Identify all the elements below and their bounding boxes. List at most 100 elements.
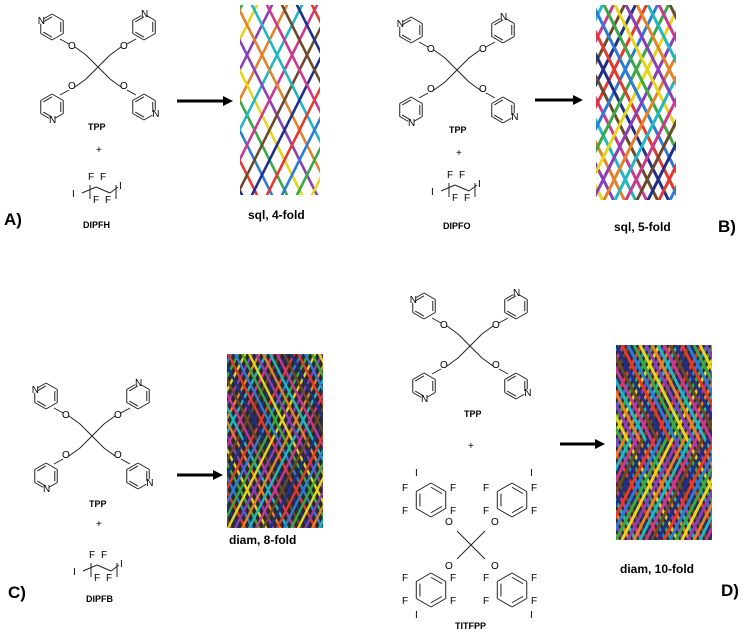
panel-letter-a: A) <box>4 210 22 229</box>
bond <box>81 186 97 194</box>
net-strand <box>276 433 323 528</box>
net-strand <box>668 452 712 540</box>
oxygen-atom: O <box>62 410 70 421</box>
oxygen-atom: O <box>68 41 76 52</box>
arrow-head <box>213 470 223 480</box>
bond <box>410 36 423 44</box>
net-strand <box>42 5 137 195</box>
net-strand <box>410 354 497 528</box>
nitrogen-atom: N <box>37 15 45 27</box>
bond <box>430 508 446 518</box>
nitrogen-atom: N <box>409 294 417 306</box>
fluorine-atom: F <box>531 596 538 607</box>
net-strand <box>333 354 420 528</box>
bond <box>413 116 423 122</box>
bond <box>456 69 470 83</box>
net-strand <box>417 354 504 528</box>
bond <box>34 482 44 488</box>
bond <box>42 16 53 23</box>
oxygen-atom: O <box>492 320 500 331</box>
net-strand <box>255 391 323 528</box>
bond <box>91 423 105 437</box>
bond <box>511 482 527 492</box>
bond <box>506 310 517 317</box>
tpp-label-c: TPP <box>89 499 107 509</box>
net-strand <box>227 354 247 394</box>
net-strand <box>704 345 712 361</box>
bond <box>518 294 528 300</box>
bond <box>456 57 470 71</box>
bond <box>36 480 47 487</box>
bond <box>132 93 145 101</box>
bond <box>51 13 64 21</box>
net-strand <box>227 354 268 436</box>
net-strand <box>487 354 574 528</box>
bond <box>469 333 483 347</box>
net-strand <box>445 354 532 528</box>
fluorine-atom: F <box>402 596 409 607</box>
net-strand <box>283 354 323 435</box>
bond <box>515 372 528 380</box>
nitrogen-atom: N <box>49 115 57 126</box>
net-strand <box>109 354 196 528</box>
bond <box>96 564 112 572</box>
net-strand <box>240 26 320 192</box>
net-strand <box>472 5 570 200</box>
net-strand <box>297 354 323 407</box>
panel-letter-b: B) <box>718 217 736 236</box>
bond <box>491 36 504 44</box>
bond <box>120 458 131 465</box>
bond <box>120 407 131 414</box>
bond <box>137 462 150 470</box>
bond <box>54 113 64 119</box>
bond <box>109 78 122 88</box>
bond <box>68 415 81 425</box>
bond <box>401 19 412 26</box>
bond <box>399 116 409 122</box>
net-strand <box>227 516 233 528</box>
net-strand <box>674 464 712 540</box>
bond <box>423 372 436 380</box>
iodine-atom: I <box>415 610 418 621</box>
bond <box>416 572 432 582</box>
bond <box>493 34 504 41</box>
nitrogen-atom: N <box>408 118 416 129</box>
net-strand <box>233 354 323 528</box>
bond <box>59 38 70 45</box>
bond <box>36 465 47 472</box>
bond <box>79 435 93 449</box>
bond <box>401 114 412 121</box>
bond <box>134 96 145 103</box>
bond <box>134 111 145 118</box>
plus-d: + <box>468 441 474 452</box>
net-strand <box>240 5 304 132</box>
net-strand <box>227 354 275 450</box>
net-strand <box>39 354 126 528</box>
bond <box>109 46 122 56</box>
net-strand <box>354 354 441 528</box>
net-strand <box>137 354 224 528</box>
bond <box>68 447 81 457</box>
bond <box>493 99 504 106</box>
reaction-arrow-a <box>177 96 233 106</box>
net-strand <box>240 5 289 102</box>
net-strand <box>725 5 750 200</box>
bond <box>511 572 527 582</box>
net-strand <box>362 5 460 200</box>
net-strand <box>692 345 712 385</box>
net-strand <box>384 5 482 200</box>
bond <box>504 392 517 400</box>
fluorine-atom: F <box>101 550 108 561</box>
bond <box>143 33 156 41</box>
fluorine-atom: F <box>464 193 471 204</box>
net-strand <box>227 354 303 506</box>
nitrogen-atom: N <box>146 477 154 489</box>
net-strand <box>375 354 462 528</box>
net-strand <box>487 354 574 528</box>
bond <box>59 89 70 96</box>
bond <box>137 483 147 490</box>
iodine-atom: I <box>478 179 481 190</box>
net-strands <box>616 345 750 540</box>
bond <box>497 572 513 582</box>
net-strand <box>742 345 750 540</box>
